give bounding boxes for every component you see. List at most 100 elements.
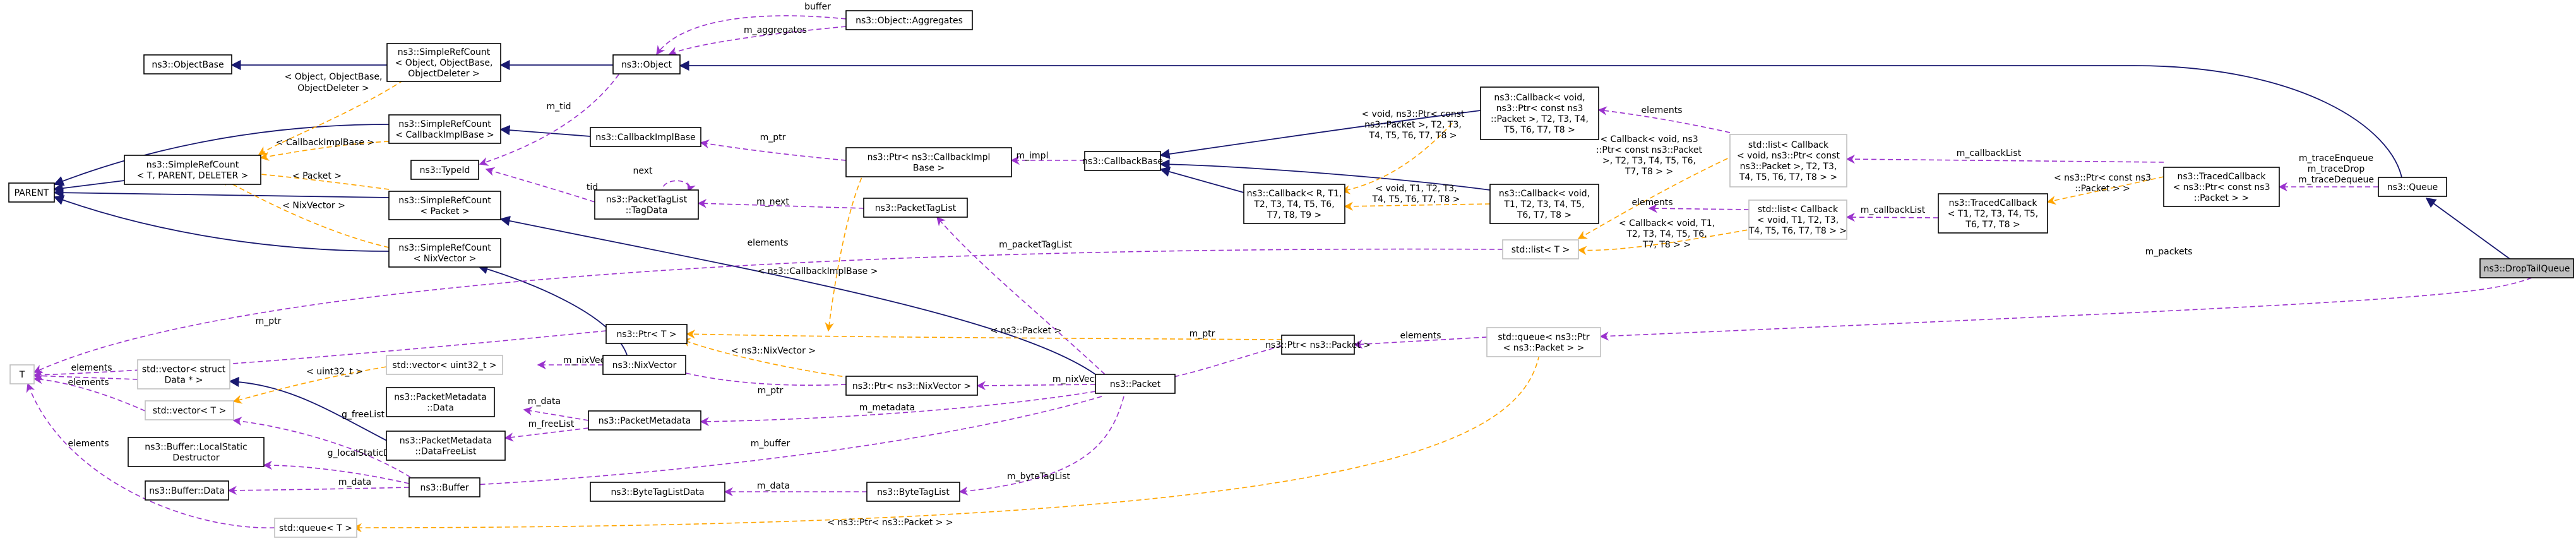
class-node-buffer[interactable]: ns3::Buffer [408, 477, 480, 497]
node-label-line: std::vector< T > [153, 406, 226, 416]
node-label-line: T5, T6, T7, T8 > [1503, 125, 1575, 135]
class-node-T[interactable]: T [9, 364, 35, 384]
class-node-srcgeneric[interactable]: ns3::SimpleRefCount< T, PARENT, DELETER … [124, 155, 261, 185]
node-label-line: ns3::Callback< void, [1494, 93, 1585, 103]
class-node-queueT[interactable]: std::queue< T > [274, 518, 357, 538]
node-box [588, 410, 701, 431]
edge-label: m_byteTagList [1007, 472, 1071, 482]
node-label-line: ns3::Object [621, 60, 672, 70]
edge-srccbib-parent [53, 124, 390, 186]
class-node-cbvoidT1[interactable]: ns3::Callback< void,T1, T2, T3, T4, T5,T… [1489, 184, 1599, 224]
class-node-ptrT[interactable]: ns3::Ptr< T > [605, 324, 688, 344]
class-node-parent[interactable]: PARENT [8, 182, 55, 203]
edge-label: m_metadata [859, 403, 915, 413]
node-label-line: < ns3::Packet > > [1503, 343, 1585, 354]
node-box [605, 324, 688, 344]
class-node-srccbib[interactable]: ns3::SimpleRefCount< CallbackImplBase > [388, 114, 501, 144]
class-node-queueptr[interactable]: std::queue< ns3::Ptr< ns3::Packet > > [1486, 327, 1601, 357]
class-node-droptail[interactable]: ns3::DropTailQueue [2479, 258, 2574, 278]
node-box [145, 400, 234, 420]
class-node-tracedptr[interactable]: ns3::TracedCallback< ns3::Ptr< const ns3… [2163, 167, 2280, 207]
class-node-object[interactable]: ns3::Object [612, 54, 681, 74]
node-label-line: ns3::PacketMetadata [599, 416, 691, 426]
edge-label: < void, ns3::Ptr< const [1361, 109, 1465, 119]
edge-label: m_traceDrop [2308, 164, 2365, 174]
node-label-line: ns3::Queue [2387, 182, 2438, 193]
class-node-bufdata[interactable]: ns3::Buffer::Data [145, 480, 229, 501]
class-node-queue[interactable]: ns3::Queue [2378, 177, 2447, 197]
class-node-cbimplbase[interactable]: ns3::CallbackImplBase [590, 127, 701, 147]
node-box [1095, 374, 1176, 394]
node-box [590, 482, 725, 502]
edge-label: m_ptr [758, 386, 784, 396]
class-node-pmdfl[interactable]: ns3::PacketMetadata::DataFreeList [386, 431, 506, 461]
class-node-ptrpacket[interactable]: ns3::Ptr< ns3::Packet > [1265, 335, 1371, 355]
node-label-line: ns3::PacketMetadata [394, 393, 487, 403]
class-node-vecuint32[interactable]: std::vector< uint32_t > [386, 355, 503, 375]
node-label-line: ns3::Ptr< const ns3 [1496, 104, 1583, 114]
class-node-srcnix[interactable]: ns3::SimpleRefCount< NixVector > [388, 238, 501, 268]
edge-label: < Packet > [292, 171, 342, 181]
class-node-tracedT1[interactable]: ns3::TracedCallback< T1, T2, T3, T4, T5,… [1938, 193, 2048, 234]
class-node-objectbase[interactable]: ns3::ObjectBase [143, 54, 232, 74]
class-node-packettaglist[interactable]: ns3::PacketTagList [863, 198, 968, 218]
class-node-aggregates[interactable]: ns3::Object::Aggregates [845, 10, 973, 30]
class-node-nixvector[interactable]: ns3::NixVector [602, 355, 686, 375]
class-node-srcpacket[interactable]: ns3::SimpleRefCount< Packet > [388, 191, 501, 220]
edge-label: next [633, 166, 653, 176]
edge-label: ::Ptr< const ns3::Packet [1596, 145, 1702, 155]
node-label-line: ns3::DropTailQueue [2484, 264, 2570, 274]
nodes: ns3::ObjectBase ns3::SimpleRefCount< Obje… [8, 10, 2574, 538]
class-node-vecT[interactable]: std::vector< T > [145, 400, 234, 420]
node-box [386, 355, 503, 375]
node-label-line: T4, T5, T6, T7, T8 > > [1748, 226, 1847, 236]
node-label-line: < void, T1, T2, T3, [1757, 215, 1839, 225]
class-node-ptrnix[interactable]: ns3::Ptr< ns3::NixVector > [845, 376, 978, 396]
edge-label: m_next [756, 197, 789, 207]
edge-label: T7, T8 > > [1625, 167, 1673, 177]
edge-label: m_packets [2145, 247, 2193, 257]
node-label-line: std::vector< uint32_t > [392, 360, 496, 371]
node-label-line: ns3::TracedCallback [1949, 198, 2038, 208]
node-label-line: < NixVector > [414, 254, 477, 264]
edge-label: < ns3::Ptr< ns3::Packet > > [827, 518, 953, 528]
edge-buffer-vecT [232, 417, 411, 478]
node-label-line: ns3::SimpleRefCount [398, 47, 491, 57]
edge-ptrT-ptrnix [681, 338, 859, 379]
class-node-typeid[interactable]: ns3::TypeId [410, 160, 479, 180]
node-label-line: ns3::SimpleRefCount [398, 196, 491, 206]
class-node-bytetaglist[interactable]: ns3::ByteTagList [866, 482, 960, 502]
edge-label: < ns3::NixVector > [731, 346, 816, 356]
edge-srcpacket-srcgeneric [239, 168, 390, 190]
node-box [866, 482, 960, 502]
node-label-line: ns3::Ptr< T > [616, 330, 676, 340]
class-node-pmdata[interactable]: ns3::PacketMetadata::Data [386, 387, 495, 417]
class-node-listcbptr[interactable]: std::list< Callback< void, ns3::Ptr< con… [1729, 134, 1847, 187]
class-node-listcbT1[interactable]: std::list< Callback< void, T1, T2, T3,T4… [1748, 199, 1847, 240]
node-label-line: PARENT [15, 188, 49, 198]
class-node-packetmetadata[interactable]: ns3::PacketMetadata [588, 410, 701, 431]
edge-listT-T [33, 248, 1503, 374]
class-node-btldata[interactable]: ns3::ByteTagListData [590, 482, 725, 502]
edge-droptail-queueptr [1599, 277, 2532, 341]
class-node-tagdata[interactable]: ns3::PacketTagList::TagData [594, 189, 699, 220]
edge-listT-listcbT1 [1577, 228, 1756, 256]
class-node-cbR[interactable]: ns3::Callback< R, T1,T2, T3, T4, T5, T6,… [1243, 184, 1345, 224]
edge-queueptr-ptrpacket [1353, 336, 1488, 349]
edge-label: elements [1400, 331, 1441, 341]
edge-aggregates-object-buffer [656, 15, 847, 56]
class-node-cbvoidptr[interactable]: ns3::Callback< void,ns3::Ptr< const ns3:… [1480, 86, 1599, 140]
node-box [845, 376, 978, 396]
class-node-ptrcbib[interactable]: ns3::Ptr< ns3::CallbackImplBase > [845, 147, 1012, 177]
class-node-listT[interactable]: std::list< T > [1502, 239, 1579, 259]
node-label-line: ns3::ObjectBase [152, 60, 224, 70]
class-node-packet[interactable]: ns3::Packet [1095, 374, 1176, 394]
class-node-callbackbase[interactable]: ns3::CallbackBase [1082, 151, 1163, 171]
edge-label: m_data [528, 396, 561, 407]
edge-label: elements [1641, 105, 1682, 116]
class-node-srcobj[interactable]: ns3::SimpleRefCount< Object, ObjectBase,… [386, 43, 501, 82]
node-box [145, 480, 229, 501]
node-box [2378, 177, 2447, 197]
